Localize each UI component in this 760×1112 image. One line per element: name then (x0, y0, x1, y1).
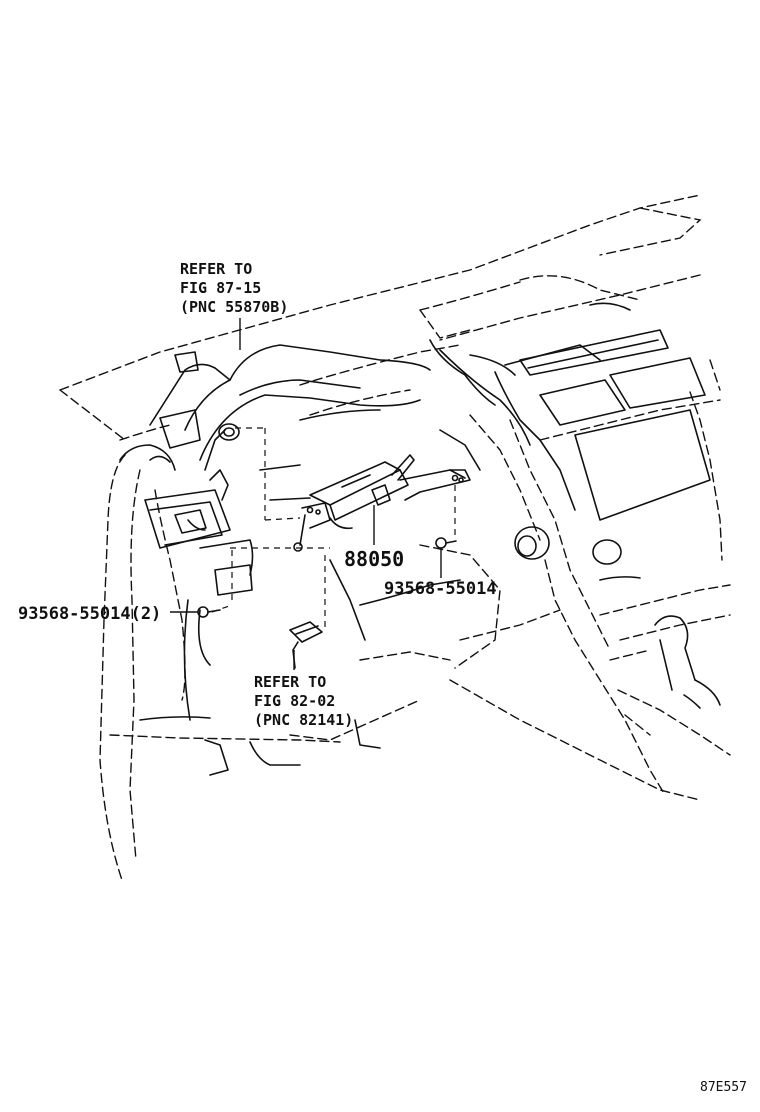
hidden-lines (211, 427, 456, 630)
refer-top-line3: (PNC 55870B) (180, 298, 288, 316)
part-93568-55014-left-label: 93568-55014(2) (18, 604, 161, 624)
center-console (429, 302, 721, 709)
figure-id: 87E557 (700, 1080, 747, 1095)
instrument-panel-left (119, 344, 481, 776)
bolt-left (197, 606, 221, 618)
refer-bottom-line2: FIG 82-02 (254, 692, 335, 710)
refer-bottom-line1: REFER TO (254, 673, 326, 691)
refer-bottom-label: REFER TO FIG 82-02 (PNC 82141) (254, 673, 353, 729)
leader-lines (170, 318, 442, 670)
refer-top-line2: FIG 87-15 (180, 279, 261, 297)
refer-top-label: REFER TO FIG 87-15 (PNC 55870B) (180, 260, 288, 316)
part-88050-assembly (293, 454, 471, 552)
part-88050-label: 88050 (344, 547, 404, 571)
refer-bottom-line3: (PNC 82141) (254, 711, 353, 729)
part-93568-55014-right-label: 93568-55014 (384, 579, 497, 599)
refer-top-line1: REFER TO (180, 260, 252, 278)
bolt-right (435, 537, 457, 549)
harness-connector (289, 621, 323, 669)
dashboard-outline (59, 194, 731, 881)
